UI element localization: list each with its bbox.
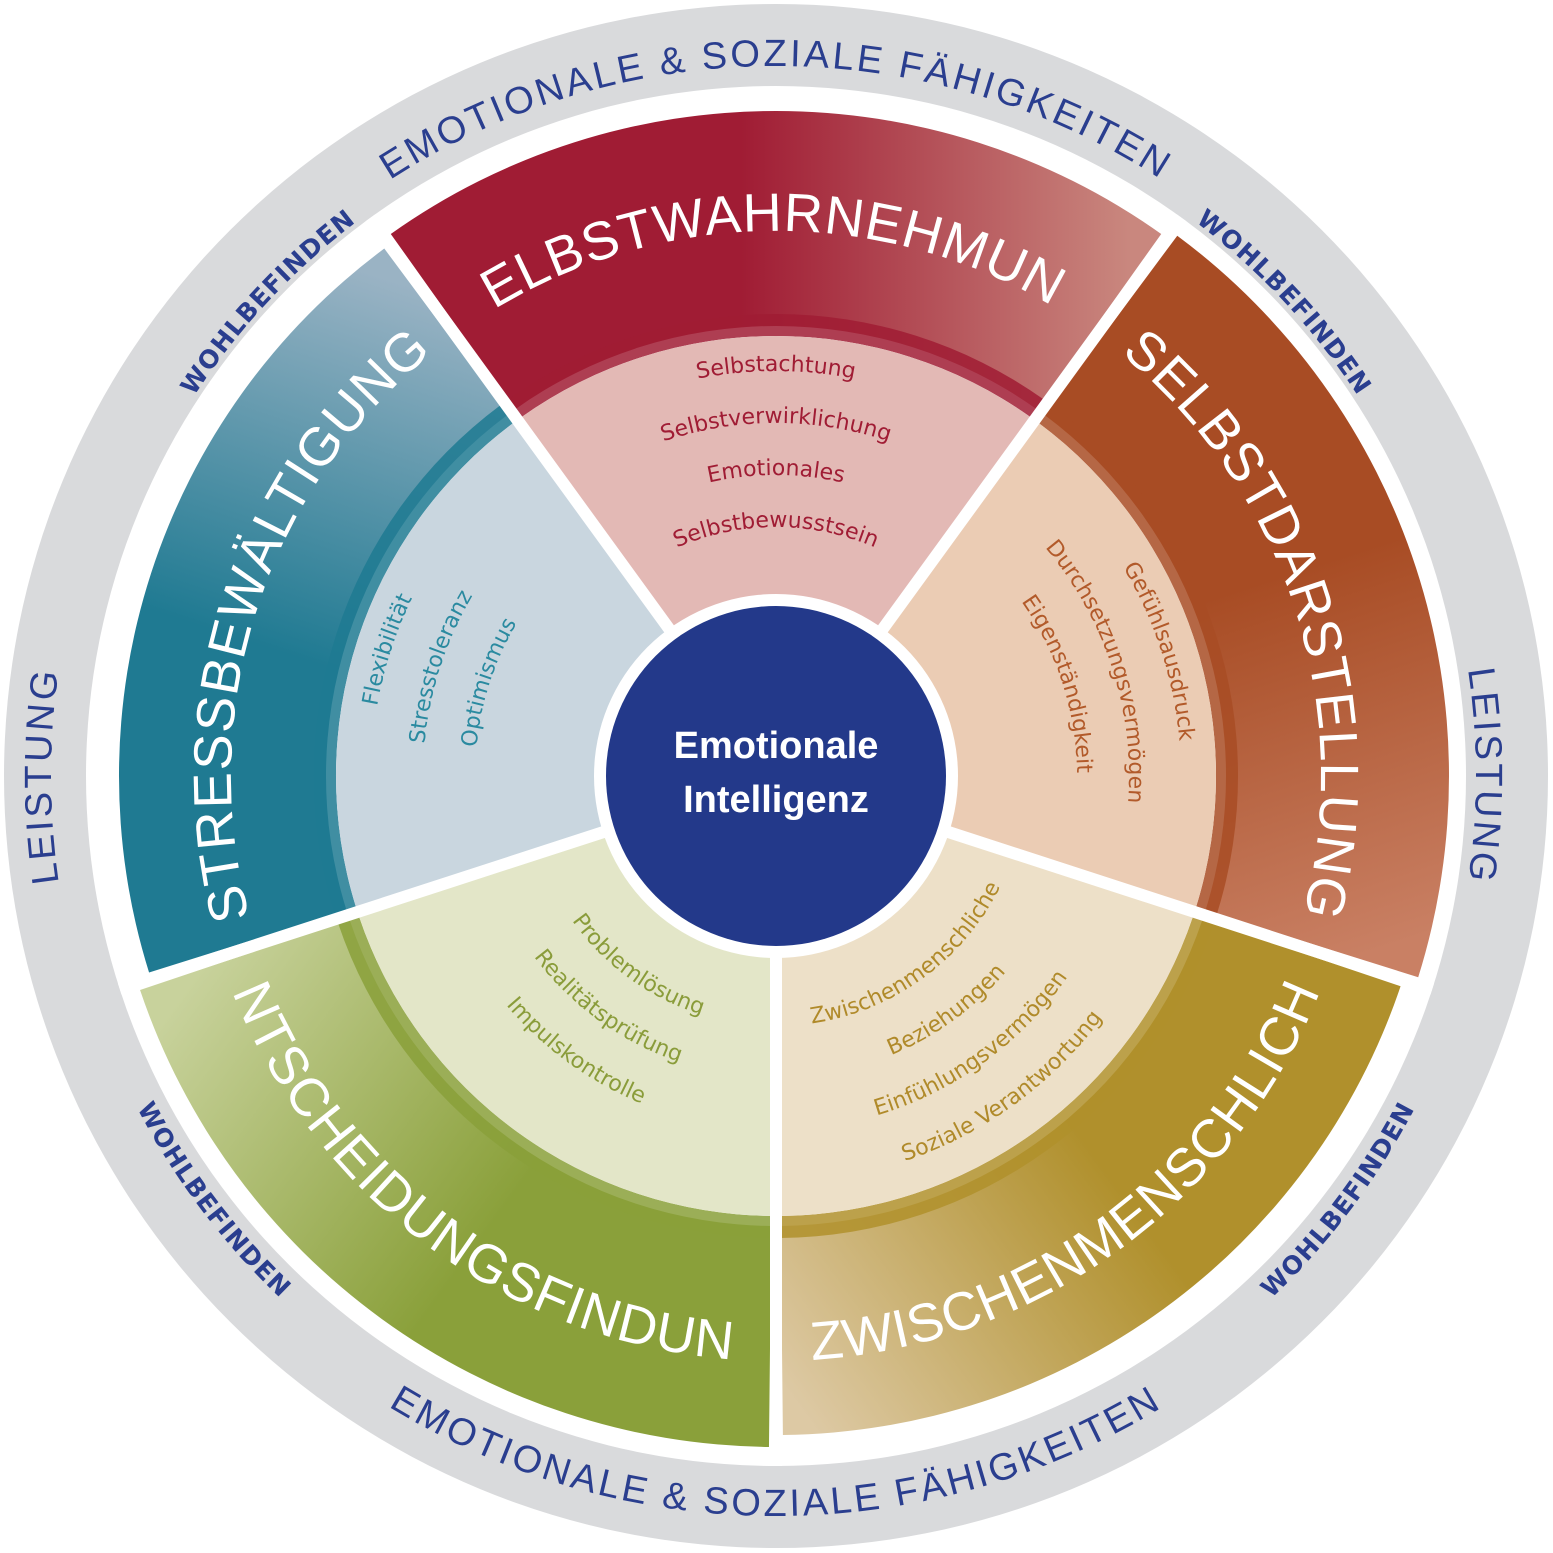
band-2 — [780, 919, 1401, 1435]
center-circle — [606, 606, 946, 946]
left-ring-label: LEISTUNG — [18, 665, 68, 887]
center-title-line2: Intelligenz — [683, 779, 869, 821]
band-1 — [1044, 235, 1449, 978]
center-title-line1: Emotionale — [674, 725, 879, 767]
band-4 — [118, 248, 508, 973]
segment-divider-2 — [945, 825, 1435, 995]
band-layer — [118, 111, 1449, 1447]
segment-divider-0 — [365, 214, 676, 634]
band-rim-3 — [338, 916, 772, 1238]
band-rim-2 — [780, 916, 1214, 1238]
sector-0 — [521, 335, 1031, 776]
divider-layer — [117, 214, 1435, 1466]
band-rim-4 — [313, 405, 514, 915]
segment-divider-4 — [117, 825, 607, 995]
band-0 — [390, 111, 1162, 410]
band-rim-0 — [508, 313, 1044, 418]
band-3 — [140, 919, 772, 1447]
band-rim-1 — [1038, 405, 1239, 915]
segment-divider-1 — [876, 214, 1187, 634]
